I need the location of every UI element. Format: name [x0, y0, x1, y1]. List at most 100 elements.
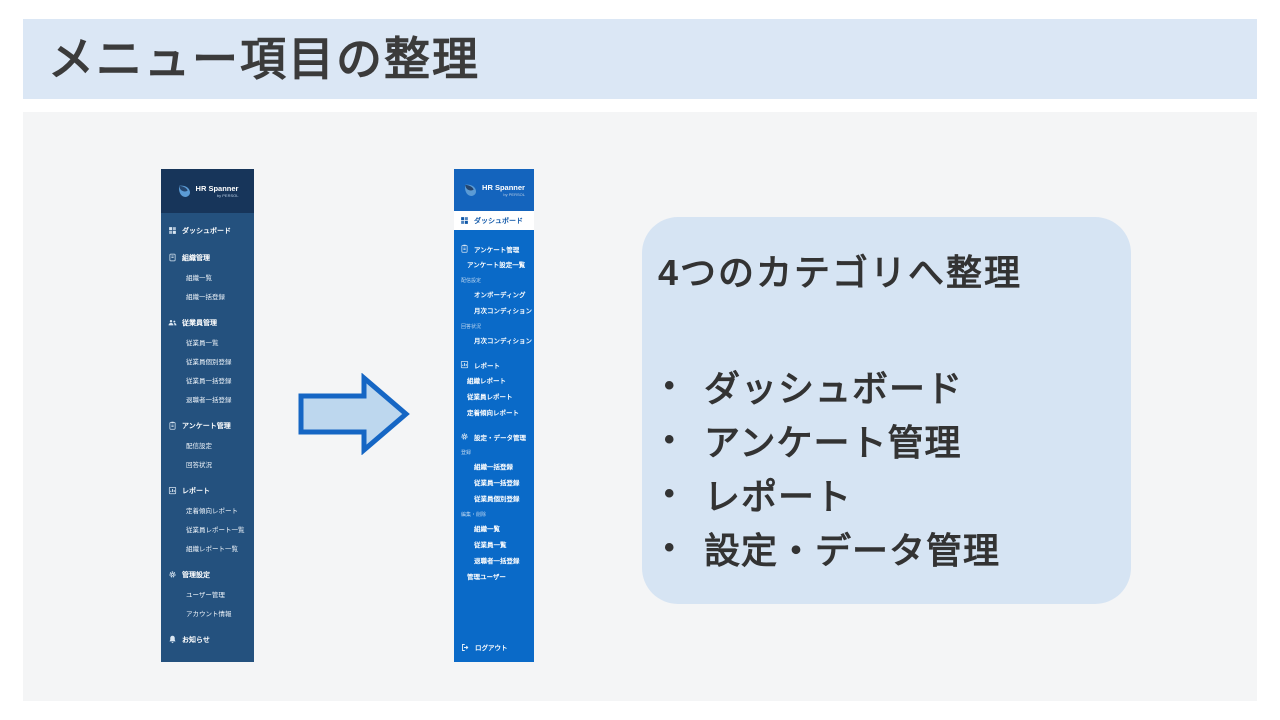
- bullet-dot: •: [664, 423, 676, 456]
- menu-item-group[interactable]: ダッシュボード: [161, 221, 254, 240]
- menu-item-label: 編集・削除: [461, 511, 487, 518]
- menu-item-sub[interactable]: 回答状況: [161, 454, 254, 473]
- menu-item-group[interactable]: レポート: [454, 357, 534, 372]
- bullet-dot: •: [664, 477, 676, 510]
- menu-item-label: 登録: [454, 446, 534, 458]
- slide-title: メニュー項目の整理: [48, 33, 480, 85]
- report-icon: [168, 486, 177, 495]
- menu-item-sub2[interactable]: 従業員一括登録: [454, 474, 534, 490]
- menu-item-label: オンボーディング: [474, 292, 526, 299]
- menu-item-label: 編集・削除: [454, 508, 534, 520]
- menu-item-sub[interactable]: アンケート設定一覧: [454, 256, 534, 272]
- logo-brand: HR Spanner: [482, 182, 525, 192]
- menu-item-sub[interactable]: 定着傾向レポート: [454, 404, 534, 420]
- menu-item-sub[interactable]: 従業員個別登録: [161, 351, 254, 370]
- menu-item-sub[interactable]: 従業員レポート: [454, 388, 534, 404]
- menu-item-label: 従業員一括登録: [186, 377, 232, 385]
- menu-item-sub2[interactable]: 組織一括登録: [454, 458, 534, 474]
- logo-brand: HR Spanner: [195, 183, 239, 193]
- callout-bullet: • アンケート管理: [658, 413, 1121, 467]
- menu-item-sub[interactable]: 組織一覧: [161, 267, 254, 286]
- callout-bullets: • ダッシュボード • アンケート管理 • レポート•設定・データ管理: [658, 359, 1121, 575]
- menu-item-group[interactable]: 従業員管理: [161, 313, 254, 332]
- menu-item-sub[interactable]: 従業員一覧: [161, 332, 254, 351]
- gear-icon: [168, 570, 177, 579]
- menu-item-active[interactable]: ダッシュボード: [454, 211, 534, 230]
- menu-item-sub[interactable]: 退職者一括登録: [161, 389, 254, 408]
- sidebar-after: HR Spanner by PERSOL ダッシュボードアンケート管理アンケート…: [454, 169, 534, 662]
- menu-item-label: 組織レポート: [467, 378, 506, 385]
- callout-bullet: • レポート: [658, 467, 1121, 521]
- menu-item-sub[interactable]: 配信設定: [161, 435, 254, 454]
- menu-item-label: レポート: [474, 362, 500, 370]
- menu-item-sub2[interactable]: 従業員個別登録: [454, 490, 534, 506]
- logo-text: HR Spanner by PERSOL: [195, 183, 239, 198]
- callout-bullet-label: アンケート管理: [704, 422, 962, 463]
- menu-item-group[interactable]: 設定・データ管理: [454, 429, 534, 444]
- menu-item-sub[interactable]: 組織レポート一覧: [161, 538, 254, 557]
- logo-byline: by PERSOL: [216, 192, 239, 198]
- menu-item-label: 月次コンディション: [474, 338, 533, 345]
- bell-icon: [168, 635, 177, 644]
- menu-item-sub[interactable]: アカウント情報: [161, 603, 254, 622]
- menu-item-group[interactable]: 管理設定: [161, 565, 254, 584]
- organization-icon: [168, 253, 177, 262]
- menu-item-label: お知らせ: [182, 636, 210, 644]
- title-band: メニュー項目の整理: [23, 19, 1257, 99]
- bullet-dot: •: [664, 369, 676, 402]
- logout-button[interactable]: ログアウト: [454, 642, 534, 662]
- menu-item-sub[interactable]: 組織レポート: [454, 372, 534, 388]
- dashboard-grid-icon: [460, 216, 469, 225]
- logo-text: HR Spanner by PERSOL: [482, 182, 525, 197]
- employees-icon: [168, 318, 177, 327]
- menu-item-label: 定着傾向レポート: [186, 507, 238, 515]
- callout-heading: 4つのカテゴリへ整理: [658, 252, 1023, 293]
- menu-item-label: 退職者一括登録: [474, 558, 520, 565]
- menu-item-label: 従業員一覧: [474, 542, 507, 549]
- menu-item-sub[interactable]: 組織一括登録: [161, 286, 254, 305]
- menu-item-sub[interactable]: 従業員一括登録: [161, 370, 254, 389]
- callout-bullet-label: ダッシュボード: [704, 368, 964, 409]
- menu-item-sub[interactable]: 管理ユーザー: [454, 568, 534, 584]
- content-panel: HR Spanner by PERSOL ダッシュボード組織管理組織一覧組織一括…: [23, 112, 1257, 701]
- menu-item-sub[interactable]: 定着傾向レポート: [161, 500, 254, 519]
- menu-item-label: 従業員個別登録: [474, 496, 520, 503]
- menu-item-label: アカウント情報: [186, 610, 232, 618]
- menu-item-label: 従業員管理: [182, 319, 217, 327]
- menu-item-label: 従業員レポート: [467, 394, 513, 401]
- menu-item-label: 組織一括登録: [474, 464, 513, 471]
- menu-item-label: 組織レポート一覧: [186, 545, 238, 553]
- menu-item-group[interactable]: 組織管理: [161, 248, 254, 267]
- menu-item-group[interactable]: アンケート管理: [454, 241, 534, 256]
- menu-item-label: 組織一括登録: [186, 293, 225, 301]
- menu-item-label: 組織管理: [182, 254, 210, 262]
- menu-item-sub2[interactable]: 退職者一括登録: [454, 552, 534, 568]
- menu-item-label: 配信設定: [454, 274, 534, 286]
- menu-item-label: 管理ユーザー: [467, 574, 506, 581]
- menu-item-group[interactable]: レポート: [161, 481, 254, 500]
- menu-item-label: 従業員一括登録: [474, 480, 520, 487]
- menu-item-sub2[interactable]: 月次コンディション: [454, 332, 534, 348]
- menu-item-label: 回答状況: [454, 320, 534, 332]
- menu-item-label: 従業員一覧: [186, 339, 219, 347]
- menu-item-sub[interactable]: 従業員レポート一覧: [161, 519, 254, 538]
- callout-bullet: •設定・データ管理: [658, 521, 1121, 575]
- report-icon: [460, 360, 469, 369]
- menu-item-sub2[interactable]: 月次コンディション: [454, 302, 534, 318]
- menu-item-sub2[interactable]: オンボーディング: [454, 286, 534, 302]
- survey-icon: [168, 421, 177, 430]
- menu-item-label: 従業員レポート一覧: [186, 526, 245, 534]
- menu-item-group[interactable]: アンケート管理: [161, 416, 254, 435]
- menu-item-label: 月次コンディション: [474, 308, 533, 315]
- callout-bullet-label: レポート: [704, 476, 853, 517]
- menu-item-label: 従業員個別登録: [186, 358, 232, 366]
- logout-icon: [461, 643, 470, 652]
- menu-item-sub2[interactable]: 従業員一覧: [454, 536, 534, 552]
- menu-item-label: 管理設定: [182, 571, 210, 579]
- menu-item-sub[interactable]: ユーザー管理: [161, 584, 254, 603]
- menu-item-label: 組織一覧: [474, 526, 500, 533]
- menu-item-group[interactable]: お知らせ: [161, 630, 254, 649]
- menu-item-sub2[interactable]: 組織一覧: [454, 520, 534, 536]
- menu-after: ダッシュボードアンケート管理アンケート設定一覧配信設定オンボーディング月次コンデ…: [454, 211, 534, 642]
- menu-item-label: 退職者一括登録: [186, 396, 232, 404]
